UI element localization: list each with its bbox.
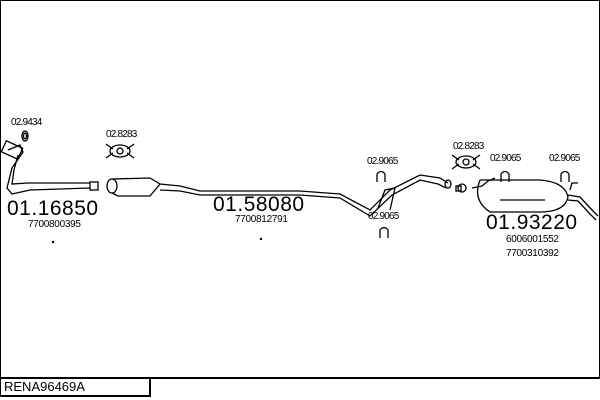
gasket-ring-icon bbox=[21, 130, 29, 142]
oem-number: 7700310392 bbox=[506, 248, 559, 259]
mounting-kit-icon bbox=[451, 154, 481, 170]
accessory-label: 02.9065 bbox=[549, 153, 580, 164]
reference-code: RENA96469A bbox=[0, 377, 151, 397]
oem-number: 7700812791 bbox=[235, 214, 288, 225]
rubber-hanger-icon bbox=[560, 170, 570, 182]
accessory-label: 02.8283 bbox=[106, 129, 137, 140]
part-number: 01.58080 bbox=[213, 193, 305, 216]
rubber-hanger-icon bbox=[500, 170, 510, 182]
part-number: 01.93220 bbox=[486, 211, 578, 234]
front-pipe bbox=[0, 139, 99, 195]
accessory-label: 02.8283 bbox=[453, 141, 484, 152]
oem-number: 7700800395 bbox=[28, 219, 81, 230]
mounting-kit-icon bbox=[105, 143, 135, 159]
accessory-label: 02.9065 bbox=[368, 211, 399, 222]
accessory-label: 02.9065 bbox=[490, 153, 521, 164]
oem-number: 6006001552 bbox=[506, 234, 559, 245]
part-number: 01.16850 bbox=[7, 197, 99, 220]
accessory-label: 02.9065 bbox=[367, 156, 398, 167]
rear-silencer bbox=[444, 177, 599, 221]
accessory-label: 02.9434 bbox=[11, 117, 42, 128]
rubber-hanger-icon bbox=[376, 170, 386, 182]
centre-silencer bbox=[106, 174, 449, 217]
rubber-hanger-icon bbox=[379, 226, 389, 238]
